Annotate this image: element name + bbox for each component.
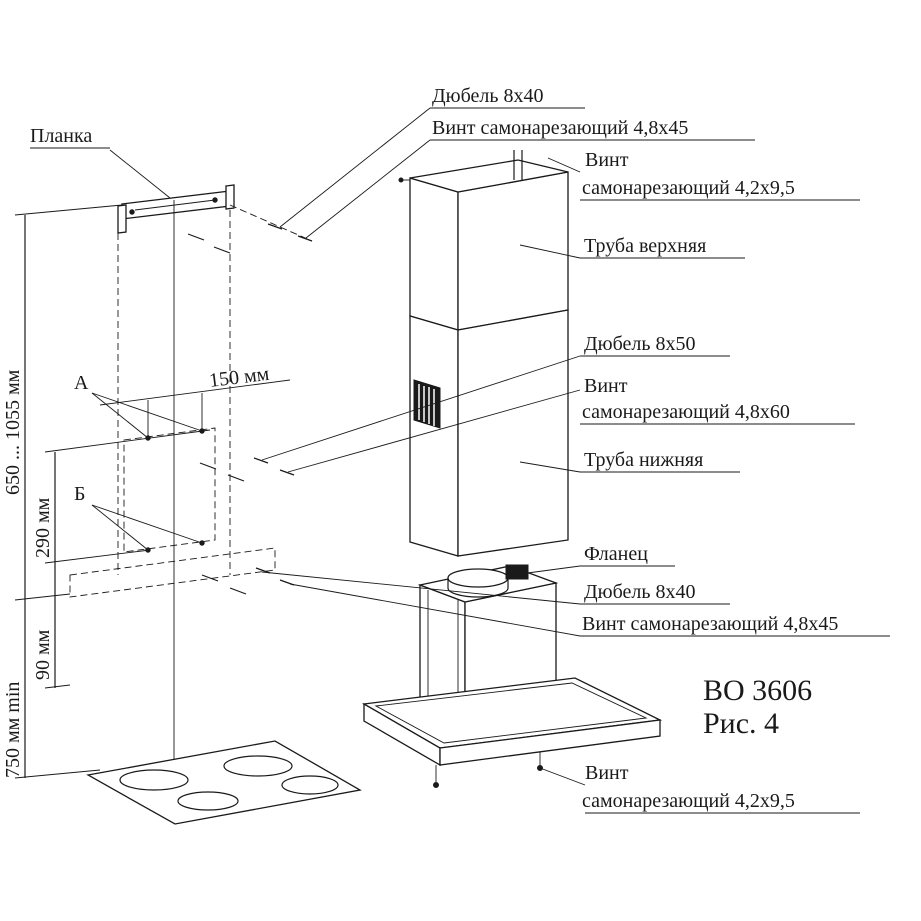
flange bbox=[447, 564, 529, 598]
upper-pipe bbox=[398, 150, 569, 331]
label-vint-4-8x45-bottom: Винт самонарезающий 4,8х45 bbox=[582, 613, 838, 635]
label-dyubel-8x40-bottom: Дюбель 8х40 bbox=[584, 581, 695, 603]
dowels-bottom bbox=[201, 567, 295, 595]
label-vint-bottom-line2: самонарезающий 4,2х9,5 bbox=[582, 790, 795, 812]
dimension-lines bbox=[14, 204, 291, 779]
vent-grille bbox=[413, 379, 441, 429]
dimension-290: 290 мм bbox=[32, 497, 54, 558]
mounting-bracket bbox=[117, 184, 235, 234]
figure-number: Рис. 4 bbox=[703, 707, 779, 740]
lower-pipe bbox=[409, 309, 569, 557]
label-vint-4-8x45-top: Винт самонарезающий 4,8х45 bbox=[432, 117, 688, 139]
dowels-middle bbox=[199, 457, 295, 482]
label-dyubel-8x40-top: Дюбель 8х40 bbox=[432, 85, 543, 107]
dimension-90: 90 мм bbox=[32, 629, 54, 680]
label-point-b: Б bbox=[74, 483, 85, 505]
label-truba-verhnyaya: Труба верхняя bbox=[584, 235, 706, 257]
text-labels: Планка Дюбель 8х40 Винт самонарезающий 4… bbox=[2, 85, 838, 812]
label-vint-mid-line1: Винт bbox=[584, 375, 628, 397]
label-vint-bottom-line1: Винт bbox=[585, 762, 629, 784]
cooktop bbox=[86, 740, 362, 825]
dimension-150: 150 мм bbox=[208, 363, 271, 392]
dimension-750: 750 мм min bbox=[2, 682, 24, 778]
dimension-650-1055: 650 ... 1055 мм bbox=[2, 369, 24, 495]
hood-canopy bbox=[361, 677, 663, 788]
wall-dashed-guides bbox=[69, 210, 276, 598]
dowels-top bbox=[187, 204, 313, 254]
label-vint-top-line2: самонарезающий 4,2х9,5 bbox=[582, 177, 795, 199]
anchor-points bbox=[91, 392, 205, 553]
label-vint-mid-line2: самонарезающий 4,8х60 bbox=[582, 401, 790, 423]
label-flanets: Фланец bbox=[584, 543, 648, 565]
model-name: ВО 3606 bbox=[703, 674, 812, 707]
label-truba-nizhnyaya: Труба нижняя bbox=[584, 449, 703, 471]
label-planka: Планка bbox=[30, 125, 92, 147]
label-dyubel-8x50: Дюбель 8х50 bbox=[584, 333, 695, 355]
label-vint-top-line1: Винт bbox=[585, 149, 629, 171]
leader-lines bbox=[30, 107, 890, 814]
label-point-a: А bbox=[74, 372, 89, 394]
